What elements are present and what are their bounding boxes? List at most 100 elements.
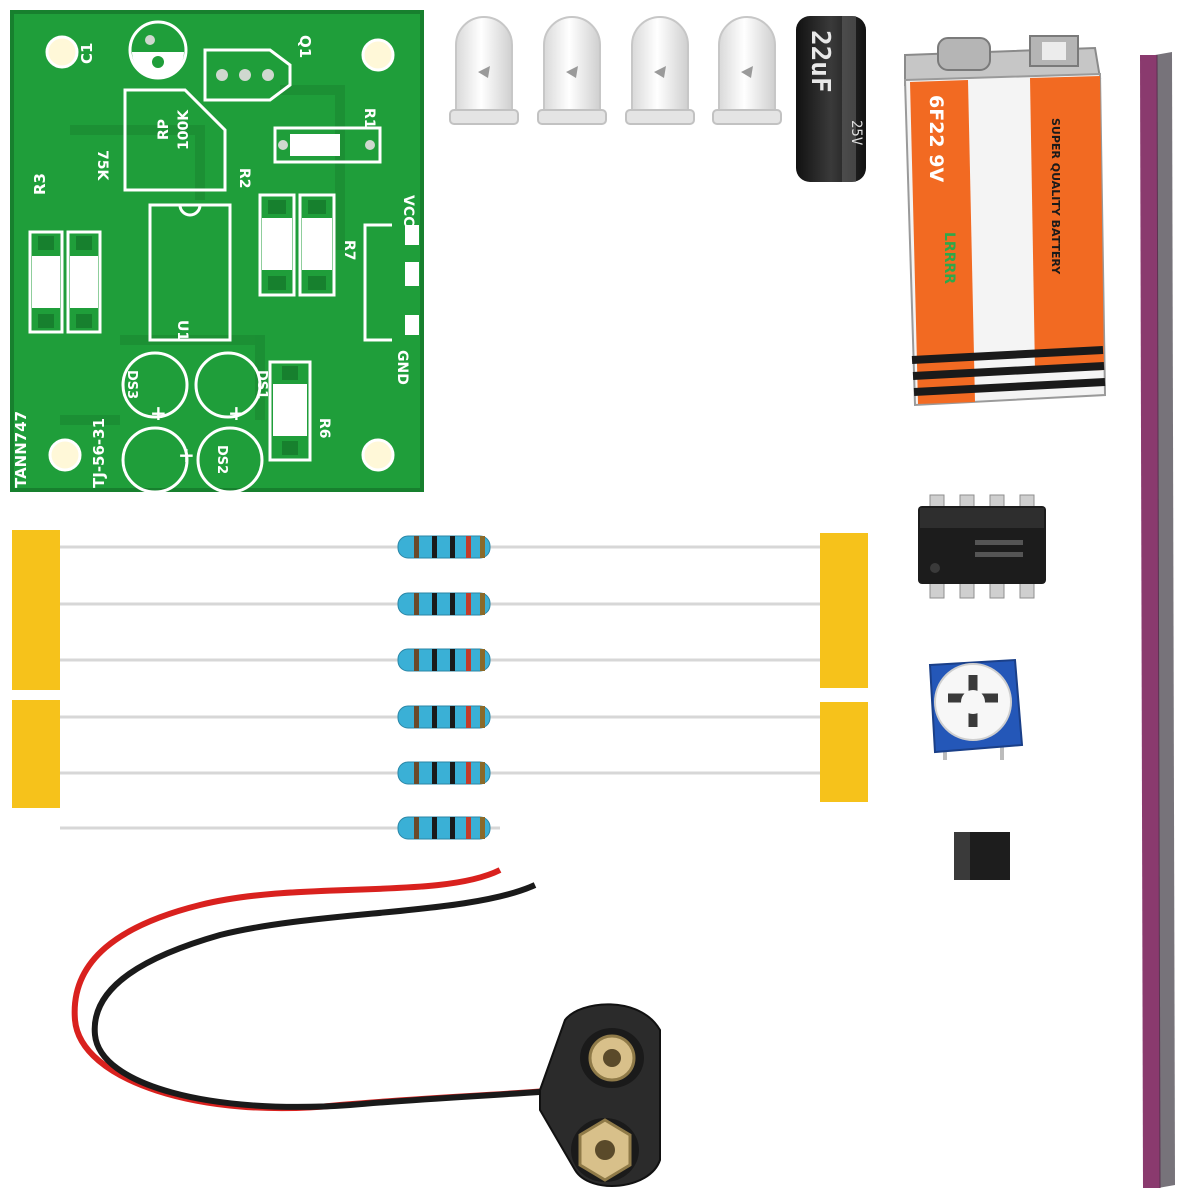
- resistor-band: [432, 649, 437, 671]
- mounting-holes: [45, 35, 395, 472]
- resistor-band: [414, 817, 419, 839]
- resistor-band: [414, 706, 419, 728]
- trimmer-potentiometer: [928, 658, 1024, 760]
- plus-mark-a: +: [150, 401, 167, 425]
- resistor-band: [450, 536, 455, 558]
- resistor-band: [480, 817, 485, 839]
- resistor-2: [60, 592, 820, 616]
- tape-left-top: [12, 530, 60, 690]
- rp-value-label: 100K: [176, 109, 192, 150]
- ic-pins: [929, 494, 1035, 599]
- gnd-label: GND: [394, 350, 410, 385]
- black-wire: [91, 882, 566, 1110]
- r6-label: R6: [316, 418, 332, 439]
- resistor-body: [397, 535, 491, 559]
- led-lens: [631, 16, 689, 116]
- battery-mark-label: LRRRR: [941, 232, 957, 284]
- power-connector-footprint: VCC GND: [363, 195, 419, 385]
- transistor-to92: [954, 832, 1010, 1050]
- led-lens: [718, 16, 776, 116]
- resistor-body: [397, 816, 491, 840]
- resistor-band: [414, 762, 419, 784]
- resistor-band: [480, 649, 485, 671]
- tj-code-label: TJ-56-31: [90, 418, 108, 488]
- resistor-body: [397, 592, 491, 616]
- resistor-band: [414, 649, 419, 671]
- ds2-label: DS2: [214, 445, 229, 474]
- resistor-body: [397, 648, 491, 672]
- resistor-band: [432, 706, 437, 728]
- ic-chip-dip8: [918, 494, 1046, 599]
- vcc-label: VCC: [400, 195, 416, 226]
- plus-mark-c: +: [178, 443, 195, 467]
- resistor-6: [60, 816, 500, 840]
- resistor-band: [466, 817, 471, 839]
- resistor-band: [480, 536, 485, 558]
- c1-footprint: C1: [78, 20, 188, 80]
- q1-footprint: Q1: [203, 35, 314, 102]
- capacitor-value-label: 22uF: [805, 30, 835, 93]
- rp-footprint: RP 100K R2: [123, 88, 252, 192]
- r7-footprint: R7: [258, 193, 357, 297]
- battery-model-label: 6F22 9V: [925, 95, 947, 182]
- led-rim: [625, 109, 695, 125]
- led-group: [449, 16, 782, 490]
- led-rim: [712, 109, 782, 125]
- led-2: [537, 16, 607, 490]
- r7-label: R7: [341, 240, 357, 261]
- ds2-footprint: [196, 426, 264, 494]
- r3-value-label: 75K: [94, 150, 110, 181]
- battery-brand-label: SUPER QUALITY BATTERY: [1049, 118, 1062, 275]
- resistor-band: [414, 593, 419, 615]
- resistor-band: [480, 706, 485, 728]
- plus-mark-b: +: [228, 401, 245, 425]
- resistor-band: [480, 593, 485, 615]
- led-anvil: [654, 66, 666, 78]
- q1-label: Q1: [296, 35, 314, 58]
- resistor-3: [60, 648, 820, 672]
- led-anvil: [478, 66, 490, 78]
- ds4-footprint: [121, 426, 189, 494]
- led-1: [449, 16, 519, 490]
- resistor-5: [60, 761, 820, 785]
- tape-left-bottom: [12, 700, 60, 808]
- resistor-band: [466, 762, 471, 784]
- electrolytic-capacitor: 22uF 25V: [796, 16, 866, 290]
- tape-right-bottom: [820, 702, 868, 802]
- ds3-footprint: [121, 351, 189, 419]
- resistor-band: [450, 817, 455, 839]
- u1-footprint: U1: [148, 203, 232, 342]
- led-4: [712, 16, 782, 490]
- resistor-1: [60, 535, 820, 559]
- resistor-body: [397, 761, 491, 785]
- r3-label: R3: [31, 173, 49, 195]
- u1-label: U1: [174, 320, 190, 341]
- resistor-group: [60, 535, 820, 840]
- resistor-4: [60, 705, 820, 729]
- led-lens: [543, 16, 601, 116]
- resistor-band: [450, 762, 455, 784]
- resistor-band: [466, 536, 471, 558]
- c1-label: C1: [78, 43, 96, 64]
- resistor-band: [432, 593, 437, 615]
- resistor-band: [480, 762, 485, 784]
- led-rim: [537, 109, 607, 125]
- led-rim: [449, 109, 519, 125]
- resistor-band: [432, 536, 437, 558]
- resistor-band: [466, 593, 471, 615]
- resistor-band: [450, 593, 455, 615]
- part-number-label: TANN747: [12, 411, 30, 488]
- resistor-strip: [12, 530, 868, 840]
- resistor-band: [450, 649, 455, 671]
- resistor-band: [466, 649, 471, 671]
- rp-label: RP: [156, 119, 172, 140]
- resistor-band: [414, 536, 419, 558]
- ds1-footprint: [194, 351, 262, 419]
- red-wire: [71, 867, 561, 1112]
- ds3-label: DS3: [124, 370, 139, 399]
- pcb-board: C1 Q1 R1 RP 100K R2 R3 75K: [10, 10, 424, 494]
- tape-right-top: [820, 533, 868, 688]
- battery-snap-clip: [71, 867, 661, 1187]
- resistor-band: [450, 706, 455, 728]
